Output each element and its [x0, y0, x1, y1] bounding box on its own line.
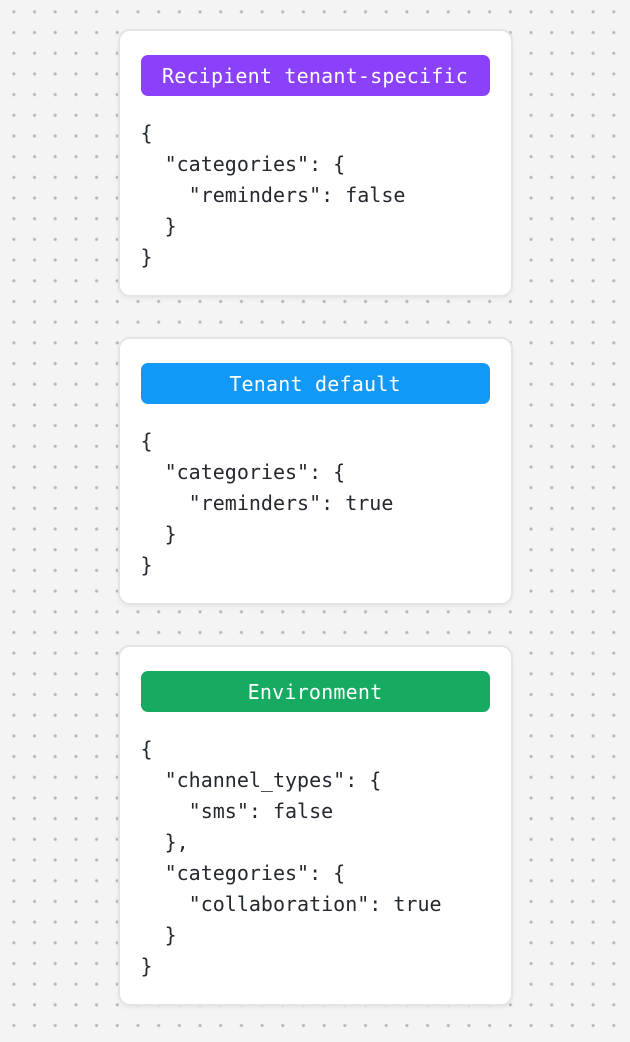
tenant-default-badge: Tenant default [140, 363, 490, 404]
recipient-tenant-specific-badge-label: Recipient tenant-specific [161, 63, 469, 88]
tenant-default-badge-label: Tenant default [229, 371, 401, 396]
card-tenant-default: Tenant default { "categories": { "remind… [117, 337, 513, 605]
environment-badge-label: Environment [247, 679, 383, 704]
card-environment: Environment { "channel_types": { "sms": … [117, 645, 513, 1006]
recipient-tenant-specific-badge: Recipient tenant-specific [140, 55, 490, 96]
json-code-block: { "channel_types": { "sms": false }, "ca… [140, 737, 442, 978]
environment-badge: Environment [140, 671, 490, 712]
card-recipient-tenant-specific: Recipient tenant-specific { "categories"… [117, 29, 513, 297]
json-code-block: { "categories": { "reminders": true } } [140, 429, 394, 577]
json-code-block: { "categories": { "reminders": false } } [140, 121, 406, 269]
